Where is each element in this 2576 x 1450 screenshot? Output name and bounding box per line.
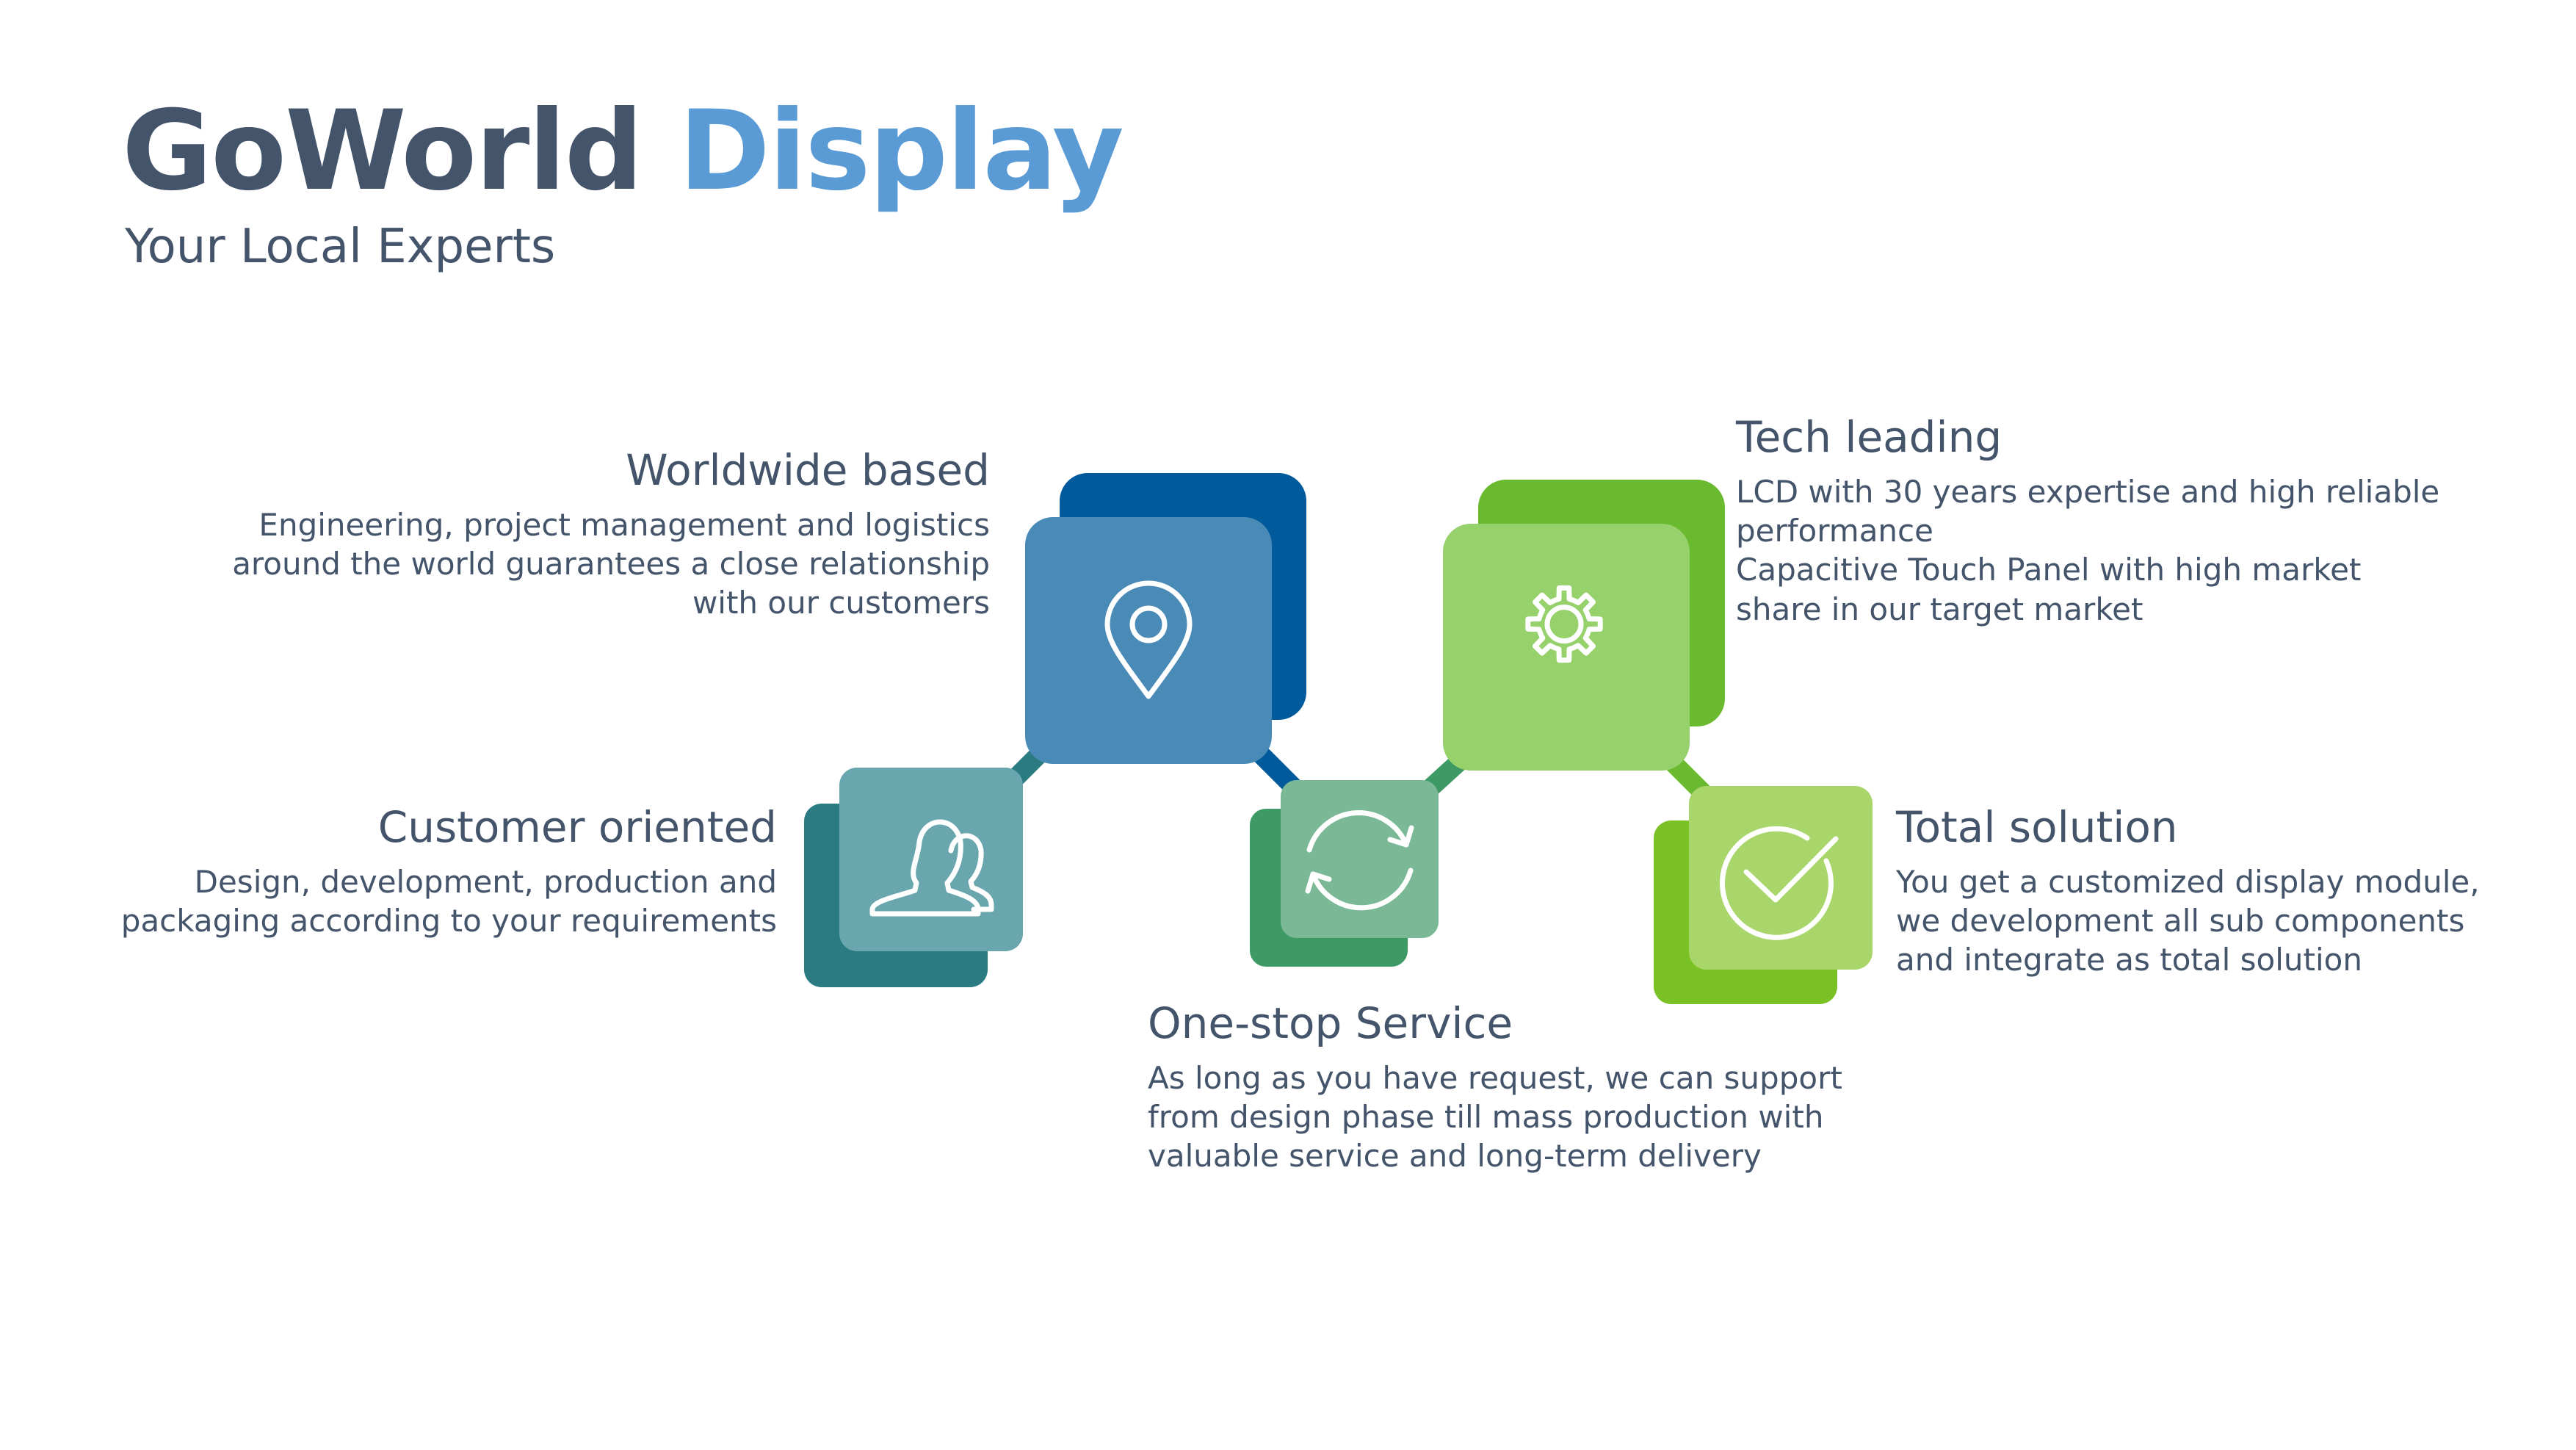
node-customer (804, 768, 1023, 987)
worldwide-line: around the world guarantees a close rela… (232, 546, 990, 582)
onestop-description: As long as you have request, we can supp… (1148, 1058, 1842, 1176)
title-brand: GoWorld (122, 87, 643, 215)
tech-title: Tech leading (1736, 412, 2002, 462)
total-front-tile (1689, 786, 1873, 970)
node-worldwide (1025, 473, 1306, 764)
onestop-line: As long as you have request, we can supp… (1148, 1059, 1842, 1096)
worldwide-line: Engineering, project management and logi… (258, 506, 990, 543)
onestop-line: valuable service and long-term delivery (1148, 1138, 1762, 1175)
page-subtitle: Your Local Experts (125, 219, 556, 274)
refresh-icon (1305, 810, 1414, 911)
worldwide-text: Worldwide based Engineering, project man… (232, 446, 990, 623)
onestop-title: One-stop Service (1148, 998, 1513, 1048)
total-line: we development all sub components (1896, 903, 2465, 939)
customer-line: Design, development, production and (194, 863, 777, 900)
onestop-front-tile (1281, 780, 1439, 938)
customer-text: Customer oriented Design, development, p… (121, 803, 777, 940)
tech-text: Tech leading LCD with 30 years expertise… (1736, 413, 2439, 629)
onestop-text: One-stop Service As long as you have req… (1148, 999, 1842, 1176)
node-onestop (1250, 780, 1439, 967)
onestop-line: from design phase till mass production w… (1148, 1099, 1824, 1136)
customer-title: Customer oriented (377, 802, 777, 852)
check-circle-icon (1719, 826, 1839, 940)
tech-line: performance (1736, 513, 1933, 549)
title-accent: Display (679, 87, 1124, 215)
customer-line: packaging according to your requirements (120, 903, 777, 939)
worldwide-title: Worldwide based (626, 445, 990, 495)
total-line: You get a customized display module, (1896, 863, 2480, 900)
worldwide-description: Engineering, project management and logi… (232, 505, 990, 623)
header: GoWorld Display Your Local Experts (122, 87, 1124, 274)
tech-line: Capacitive Touch Panel with high market (1736, 552, 2362, 588)
worldwide-line: with our customers (692, 585, 990, 621)
gear-icon (1525, 585, 1603, 663)
tech-line: LCD with 30 years expertise and high rel… (1736, 473, 2440, 510)
location-pin-icon (1104, 580, 1193, 699)
total-text: Total solution You get a customized disp… (1896, 803, 2480, 980)
total-title: Total solution (1896, 802, 2178, 852)
node-total (1654, 786, 1873, 1004)
users-icon (869, 819, 994, 917)
tech-front-tile (1443, 524, 1690, 771)
tech-line: share in our target market (1736, 591, 2143, 627)
node-tech (1443, 480, 1725, 771)
customer-front-tile (839, 768, 1023, 951)
page-title: GoWorld Display (122, 87, 1124, 215)
customer-description: Design, development, production and pack… (121, 862, 777, 941)
total-line: and integrate as total solution (1896, 942, 2362, 978)
total-description: You get a customized display module, we … (1896, 862, 2480, 980)
tech-description: LCD with 30 years expertise and high rel… (1736, 472, 2439, 629)
